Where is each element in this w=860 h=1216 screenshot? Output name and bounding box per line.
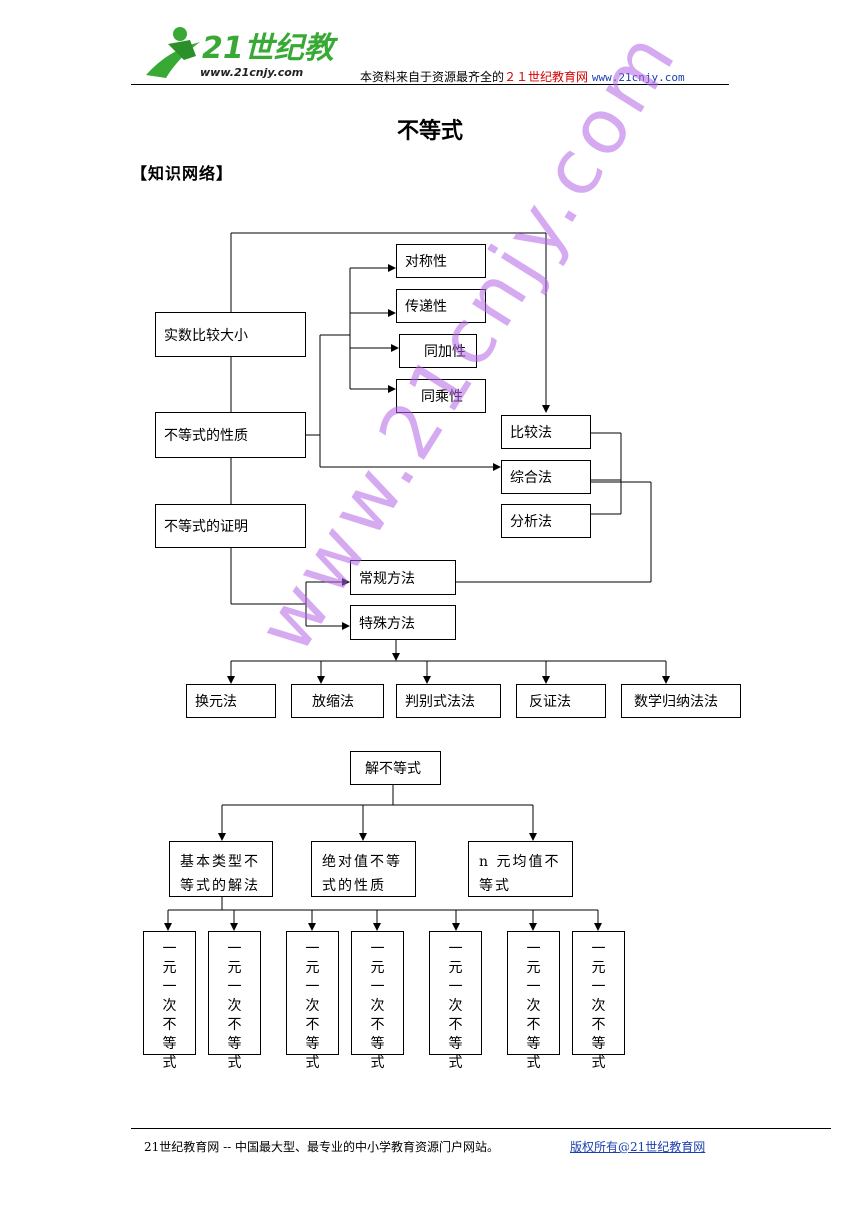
header-url[interactable]: www.21cnjy.com xyxy=(591,71,685,84)
box-discriminant: 判别式法法 xyxy=(396,684,501,718)
leaf-char: 式 xyxy=(591,1055,606,1071)
leaf-char: 式 xyxy=(305,1055,320,1071)
leaf-char: 式 xyxy=(370,1055,385,1071)
leaf-char: 次 xyxy=(370,998,385,1014)
leaf-char: 一 xyxy=(448,979,463,995)
box-absolute-value: 绝对值不等式的性质 xyxy=(311,841,416,897)
leaf-box: 一元一次不等式 xyxy=(286,931,339,1071)
box-routine-methods: 常规方法 xyxy=(350,560,456,595)
box-substitution: 换元法 xyxy=(186,684,276,718)
leaf-char: 一 xyxy=(227,941,242,957)
leaf-char: 次 xyxy=(162,998,177,1014)
leaf-char: 不 xyxy=(162,1017,177,1033)
logo-url: www.21cnjy.com xyxy=(200,66,303,79)
header-prefix: 本资料来自于资源最齐全的 xyxy=(360,70,505,84)
leaf-char: 元 xyxy=(591,960,606,976)
box-transitivity: 传递性 xyxy=(396,289,486,323)
leaf-char: 一 xyxy=(162,979,177,995)
leaf-char: 等 xyxy=(526,1036,541,1052)
page-title: 不等式 xyxy=(396,119,463,144)
leaf-char: 元 xyxy=(162,960,177,976)
header-divider xyxy=(131,84,729,85)
leaf-char: 式 xyxy=(526,1055,541,1071)
leaf-box: 一元一次不等式 xyxy=(572,931,625,1071)
box-basic-types: 基本类型不等式的解法 xyxy=(169,841,273,897)
leaf-char: 式 xyxy=(227,1055,242,1071)
leaf-box: 一元一次不等式 xyxy=(351,931,404,1071)
leaf-char: 元 xyxy=(448,960,463,976)
box-inequality-properties: 不等式的性质 xyxy=(155,412,306,458)
leaf-char: 一 xyxy=(305,941,320,957)
leaf-char: 次 xyxy=(591,998,606,1014)
box-synthesis-method: 综合法 xyxy=(501,460,591,494)
leaf-char: 一 xyxy=(370,941,385,957)
footer-copyright-link[interactable]: 版权所有@21世纪教育网 xyxy=(570,1140,706,1154)
leaf-char: 一 xyxy=(526,941,541,957)
leaf-char: 等 xyxy=(305,1036,320,1052)
leaf-char: 不 xyxy=(227,1017,242,1033)
leaf-char: 次 xyxy=(305,998,320,1014)
box-induction: 数学归纳法法 xyxy=(621,684,741,718)
leaf-char: 元 xyxy=(305,960,320,976)
box-symmetry: 对称性 xyxy=(396,244,486,278)
leaf-box: 一元一次不等式 xyxy=(208,931,261,1071)
leaf-box: 一元一次不等式 xyxy=(429,931,482,1071)
leaf-char: 不 xyxy=(305,1017,320,1033)
leaf-char: 等 xyxy=(370,1036,385,1052)
box-solve-inequality: 解不等式 xyxy=(350,751,441,785)
footer-divider xyxy=(131,1128,831,1129)
leaf-char: 一 xyxy=(227,979,242,995)
box-real-number-compare: 实数比较大小 xyxy=(155,312,306,357)
header-site-name: ２１世纪教育网 xyxy=(504,70,589,84)
box-multiplicativity: 同乘性 xyxy=(396,379,486,413)
leaf-char: 一 xyxy=(591,941,606,957)
leaf-char: 一 xyxy=(448,941,463,957)
leaf-char: 等 xyxy=(162,1036,177,1052)
leaf-char: 次 xyxy=(526,998,541,1014)
leaf-char: 次 xyxy=(448,998,463,1014)
box-n-mean: n 元均值不等式 xyxy=(468,841,573,897)
leaf-box: 一元一次不等式 xyxy=(507,931,560,1071)
leaf-char: 元 xyxy=(526,960,541,976)
leaf-char: 等 xyxy=(227,1036,242,1052)
leaf-char: 等 xyxy=(448,1036,463,1052)
leaf-char: 次 xyxy=(227,998,242,1014)
leaf-char: 不 xyxy=(591,1017,606,1033)
box-additivity: 同加性 xyxy=(399,334,477,368)
box-special-methods: 特殊方法 xyxy=(350,605,456,640)
section-heading: 【知识网络】 xyxy=(131,164,234,183)
leaf-char: 不 xyxy=(526,1017,541,1033)
leaf-char: 式 xyxy=(162,1055,177,1071)
footer-text: 21世纪教育网 -- 中国最大型、最专业的中小学教育资源门户网站。 xyxy=(144,1140,500,1154)
box-comparison-method: 比较法 xyxy=(501,415,591,449)
leaf-char: 不 xyxy=(448,1017,463,1033)
box-scaling: 放缩法 xyxy=(291,684,384,718)
leaf-char: 一 xyxy=(162,941,177,957)
header-tagline: 本资料来自于资源最齐全的２１世纪教育网 www.21cnjy.com xyxy=(360,68,685,85)
leaf-char: 不 xyxy=(370,1017,385,1033)
leaf-char: 一 xyxy=(370,979,385,995)
leaf-char: 元 xyxy=(227,960,242,976)
leaf-char: 元 xyxy=(370,960,385,976)
box-inequality-proof: 不等式的证明 xyxy=(155,504,306,548)
box-analysis-method: 分析法 xyxy=(501,504,591,538)
box-contradiction: 反证法 xyxy=(516,684,606,718)
leaf-char: 一 xyxy=(591,979,606,995)
leaf-char: 一 xyxy=(526,979,541,995)
leaf-box: 一元一次不等式 xyxy=(143,931,196,1071)
leaf-char: 式 xyxy=(448,1055,463,1071)
leaf-char: 一 xyxy=(305,979,320,995)
leaf-char: 等 xyxy=(591,1036,606,1052)
